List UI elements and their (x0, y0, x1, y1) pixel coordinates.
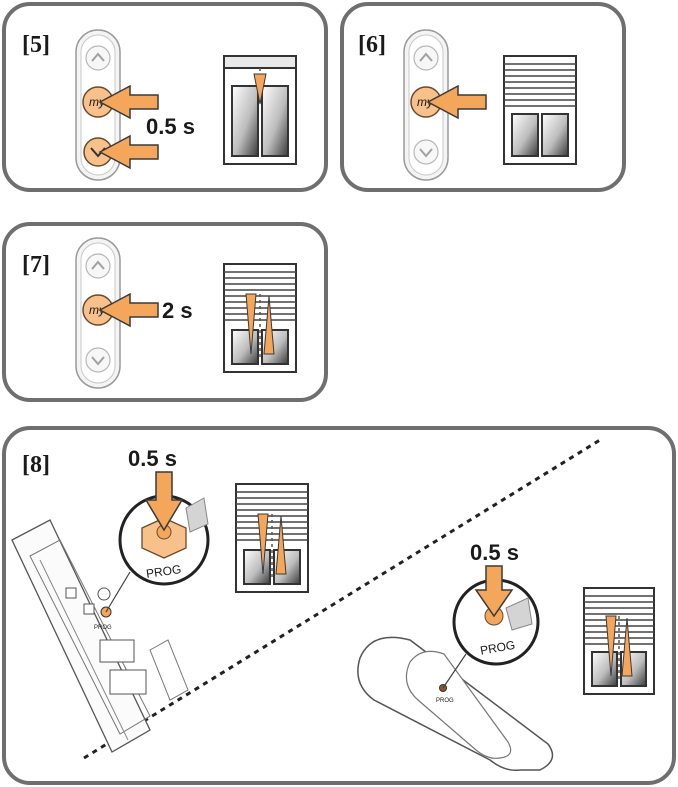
window-shutter-icon (503, 55, 577, 165)
prog-small-label-right: PROG (436, 698, 454, 704)
window-shutter-icon (223, 263, 297, 373)
window-shutter-icon (583, 587, 655, 695)
panel-8: [8] PROG PROG 0.5 s (2, 426, 676, 785)
press-arrow-icon (98, 134, 159, 170)
panel-8-step-label: [8] (22, 452, 50, 478)
press-arrow-icon (98, 292, 159, 328)
prog-label-left: PROG (145, 562, 182, 581)
panel-6-step-label: [6] (358, 32, 386, 58)
panel-5-time-label: 0.5 s (146, 114, 195, 139)
window-shutter-icon (223, 55, 297, 165)
my-button-label: my (417, 95, 434, 109)
panel-7-step-label: [7] (22, 252, 50, 278)
my-button-label: my (89, 95, 106, 109)
panel-8-time-left: 0.5 s (128, 446, 177, 471)
my-button-label: my (89, 303, 106, 317)
remote-handset-icon: PROG (357, 636, 554, 772)
window-shutter-icon (235, 483, 309, 593)
zoom-pointer-left (105, 571, 131, 613)
panel-6: [6] my (340, 2, 626, 192)
press-arrow-icon (98, 84, 159, 120)
zoom-pointer-right (442, 653, 467, 689)
motor-receiver-icon: PROG (11, 519, 189, 753)
diagonal-divider (83, 438, 601, 760)
panel-7: [7] my 2 s (2, 222, 328, 402)
panel-8-time-right: 0.5 s (470, 540, 519, 565)
prog-small-label-left: PROG (94, 625, 112, 631)
prog-button-zoom-left: PROG (118, 494, 210, 586)
press-arrow-icon (144, 471, 184, 532)
panel-7-time-label: 2 s (162, 298, 193, 323)
press-arrow-icon (426, 84, 487, 120)
prog-label-right: PROG (479, 638, 516, 658)
remote-control-icon: my (75, 237, 121, 389)
panel-5-step-label: [5] (22, 32, 50, 58)
press-arrow-icon (474, 565, 514, 618)
panel-5: [5] my 0.5 s (2, 2, 328, 192)
